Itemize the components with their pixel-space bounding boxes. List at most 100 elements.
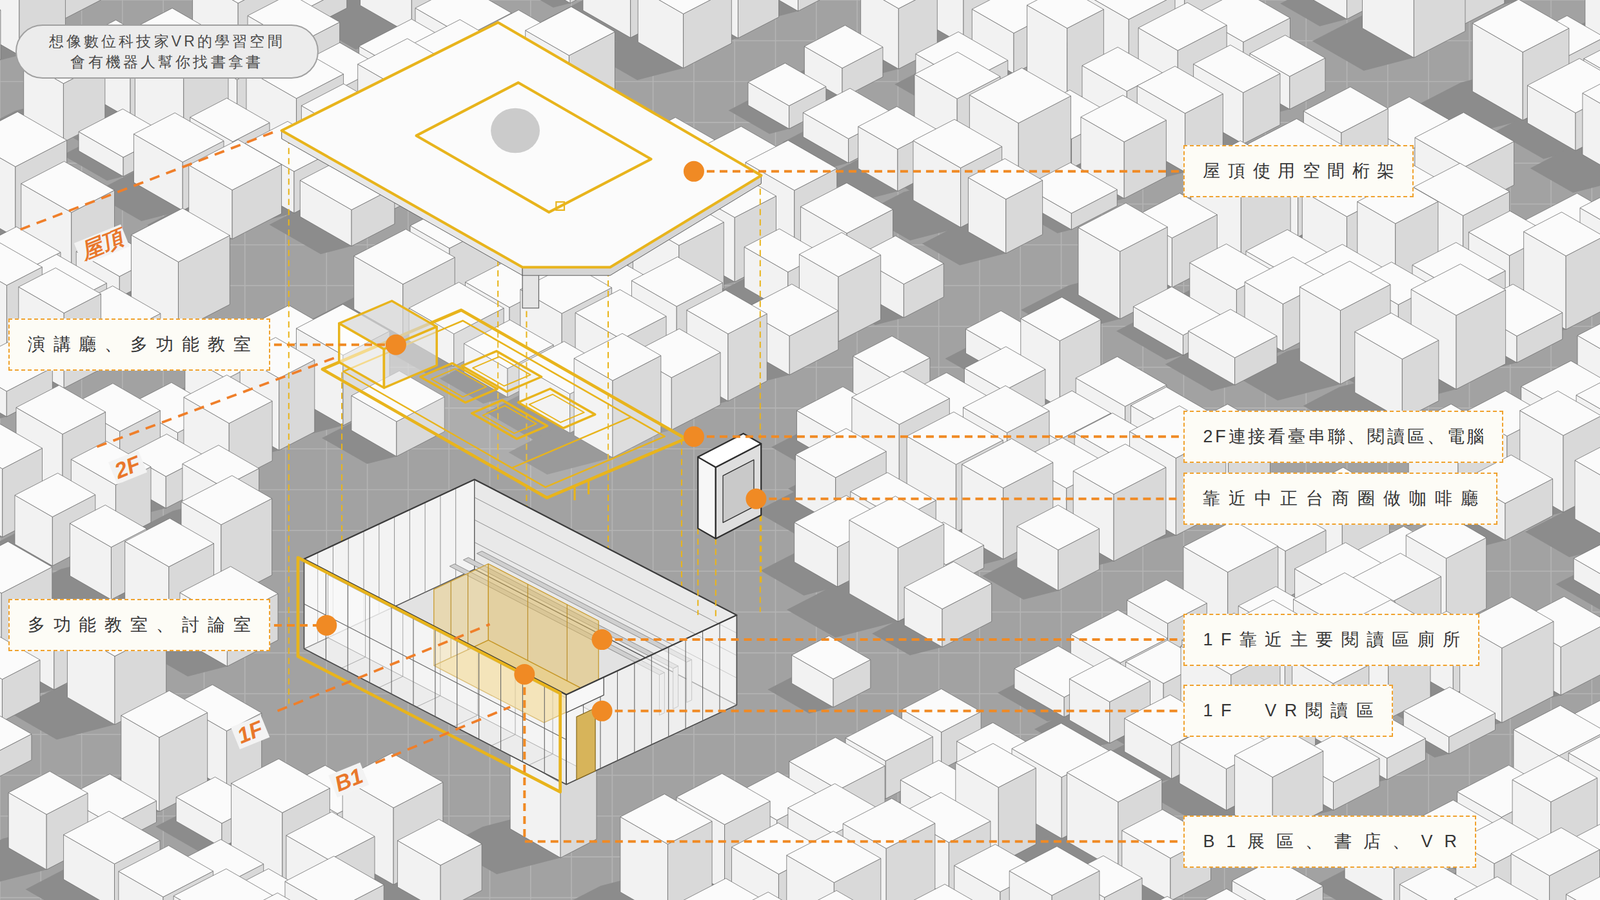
leader-line — [274, 343, 396, 347]
building-face — [528, 0, 571, 4]
building — [1454, 877, 1540, 900]
building — [173, 869, 274, 900]
second-floor — [322, 301, 686, 501]
building-roof — [1574, 435, 1600, 486]
cafe-face — [697, 457, 716, 540]
room-outline — [472, 356, 531, 386]
building-roof — [575, 289, 667, 340]
building-roof — [63, 811, 161, 865]
building — [1565, 871, 1600, 900]
building — [791, 635, 871, 708]
roof-shadow — [490, 108, 540, 154]
guide-line — [288, 138, 290, 705]
room-outline — [420, 363, 498, 403]
building-roof — [1078, 203, 1168, 252]
building-roof — [1512, 755, 1598, 803]
mullion — [304, 604, 567, 740]
building-roof — [1299, 261, 1391, 311]
building-roof — [853, 335, 930, 378]
cafe-leg — [715, 538, 717, 621]
callout-box: 多功能教室、討論室 — [8, 599, 271, 652]
building-roof — [0, 0, 1, 33]
level-label: 1F — [230, 715, 270, 750]
building-roof — [0, 541, 53, 594]
building-face — [1362, 0, 1414, 59]
building-roof — [228, 893, 326, 900]
building-roof — [1414, 112, 1515, 168]
stair-tab — [587, 480, 590, 495]
highlight-frame — [297, 557, 561, 793]
callout-text: B1展區、書店、VR — [1202, 830, 1468, 854]
room-outline — [472, 400, 548, 440]
building — [730, 892, 810, 900]
building-roof — [125, 518, 215, 567]
building-roof — [913, 119, 1003, 168]
building-roof — [231, 759, 331, 814]
mullion — [702, 631, 703, 721]
roof-hatch — [555, 201, 565, 211]
callout-text: 屋頂使用空間桁架 — [1202, 159, 1403, 183]
room-outline — [518, 388, 596, 429]
building — [1175, 889, 1272, 900]
building-roof — [1069, 658, 1150, 703]
building — [637, 0, 732, 69]
leader-line — [602, 710, 1181, 713]
building-roof — [0, 111, 68, 167]
building-roof — [849, 496, 945, 549]
mullion — [439, 495, 441, 585]
building — [1119, 896, 1209, 900]
building-face — [797, 0, 847, 11]
room-outline — [461, 351, 542, 393]
building-roof — [791, 635, 871, 680]
level-line — [20, 130, 278, 230]
guide-line — [759, 178, 761, 613]
roof-slab — [281, 22, 762, 268]
building-roof — [786, 831, 881, 883]
building-roof — [897, 884, 988, 900]
floor-outline — [343, 320, 665, 487]
callout-text: 2F連接看臺串聯、閱讀區、電腦 — [1202, 425, 1487, 449]
building-roof — [1403, 687, 1495, 738]
leader-line — [693, 170, 1180, 173]
building-roof — [1573, 540, 1600, 588]
room-outline — [529, 394, 585, 424]
building-roof — [686, 290, 767, 335]
vr-frame — [467, 573, 469, 650]
callout-dot — [513, 664, 535, 685]
mullion — [409, 510, 411, 600]
vr-frame — [566, 604, 568, 682]
building-roof — [620, 794, 712, 845]
building-roof — [1577, 312, 1600, 363]
building-roof — [1183, 521, 1279, 573]
callout-dot — [745, 488, 767, 510]
mullion — [633, 662, 635, 753]
building-roof — [748, 63, 827, 106]
callout-text: 多功能教室、討論室 — [27, 613, 260, 637]
callout-box: 屋頂使用空間桁架 — [1183, 145, 1414, 198]
building-roof — [962, 438, 1054, 489]
cafe-leg — [760, 515, 762, 587]
room-outline — [431, 368, 487, 398]
building-roof — [1066, 750, 1162, 803]
building-roof — [14, 473, 96, 518]
building-roof — [789, 737, 885, 791]
building-roof — [183, 375, 273, 424]
level-label: B1 — [328, 762, 370, 799]
mullion — [685, 639, 687, 729]
level-label: 2F — [108, 450, 148, 485]
building — [620, 794, 712, 900]
building — [1573, 540, 1600, 609]
building-face — [63, 0, 108, 20]
building — [1017, 504, 1100, 591]
level-lines — [20, 130, 511, 764]
building-roof — [1511, 828, 1600, 877]
building-roof — [16, 385, 106, 435]
building-roof — [70, 441, 151, 485]
building-roof — [1582, 67, 1600, 119]
building-roof — [955, 743, 1037, 788]
building-roof — [785, 890, 887, 900]
callout-dot — [683, 426, 705, 447]
building — [1354, 312, 1439, 420]
